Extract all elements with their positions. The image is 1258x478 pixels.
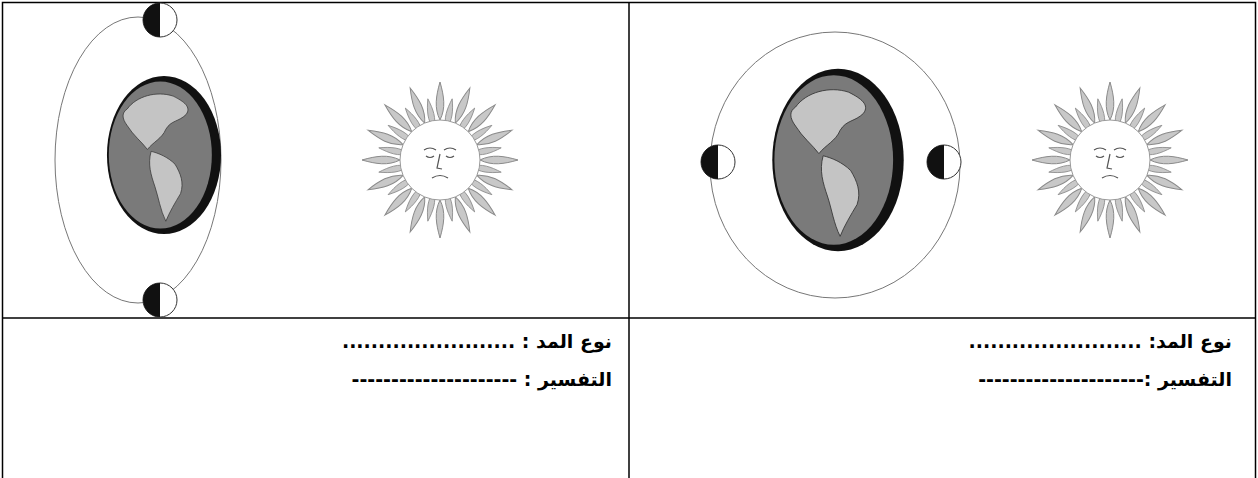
- moon-figure: [143, 3, 177, 37]
- table-cell-text: التفسير : ---------------------: [352, 368, 612, 390]
- column-divider: [628, 2, 630, 478]
- moon-figure: [143, 283, 177, 317]
- table-border: [3, 3, 1256, 478]
- sun-figure: [1032, 82, 1188, 238]
- moon-orbit: [710, 32, 960, 298]
- moon-orbit: [55, 17, 221, 303]
- table-cell-text: نوع المد : ........................: [342, 330, 612, 352]
- earth-figure: [107, 76, 221, 234]
- table-cell-text: التفسير :---------------------: [978, 368, 1232, 390]
- table-cell-text: نوع المد: ........................: [969, 330, 1232, 352]
- earth-figure: [772, 69, 903, 251]
- moon-figure: [927, 145, 961, 179]
- row-divider: [2, 317, 1256, 319]
- moon-figure: [701, 145, 735, 179]
- sun-figure: [362, 82, 518, 238]
